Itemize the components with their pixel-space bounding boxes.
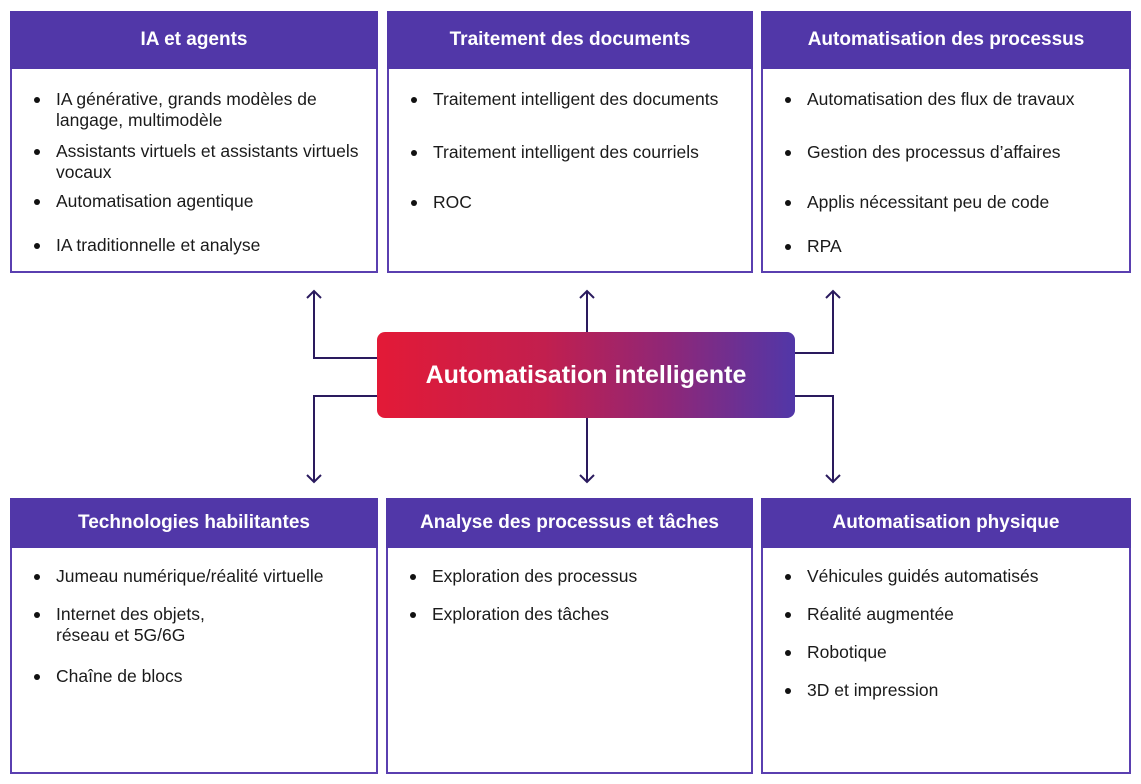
category-box-automatisation-processus: Automatisation des processus Automatisat… [761, 11, 1131, 273]
arrowhead-up-middle [579, 289, 595, 299]
list-item: Jumeau numérique/réalité virtuelle [34, 566, 372, 587]
category-box-technologies-habilitantes: Technologies habilitantes Jumeau numériq… [10, 498, 378, 774]
arrow-to-ia-agents [313, 291, 377, 359]
arrow-to-technologies-habilitantes [313, 395, 377, 482]
list-item: ROC [411, 192, 747, 213]
arrowhead-up-left [306, 289, 322, 299]
arrow-to-automatisation-processus [795, 291, 834, 354]
list-item: Exploration des tâches [410, 604, 747, 625]
category-title: IA et agents [10, 11, 378, 69]
list-item: Traitement intelligent des courriels [411, 142, 747, 163]
category-title: Traitement des documents [387, 11, 753, 69]
arrowhead-down-right [825, 474, 841, 484]
list-item: IA traditionnelle et analyse [34, 235, 372, 256]
arrow-to-automatisation-physique [795, 395, 834, 482]
list-item: Chaîne de blocs [34, 666, 372, 687]
center-title: Automatisation intelligente [425, 360, 747, 389]
list-item: RPA [785, 236, 1125, 257]
center-node-automatisation-intelligente: Automatisation intelligente [377, 332, 795, 418]
category-title: Technologies habilitantes [10, 498, 378, 548]
category-title: Automatisation physique [761, 498, 1131, 548]
list-item: Automatisation des flux de travaux [785, 89, 1125, 110]
arrowhead-down-left [306, 474, 322, 484]
list-item: Réalité augmentée [785, 604, 1125, 625]
category-box-ia-agents: IA et agents IA générative, grands modèl… [10, 11, 378, 273]
list-item: Assistants virtuels et assistants virtue… [34, 141, 372, 183]
list-item: 3D et impression [785, 680, 1125, 701]
list-item: Applis nécessitant peu de code [785, 192, 1125, 213]
list-item: Internet des objets, réseau et 5G/6G [34, 604, 226, 646]
list-item: Véhicules guidés automatisés [785, 566, 1125, 587]
category-box-automatisation-physique: Automatisation physique Véhicules guidés… [761, 498, 1131, 774]
list-item: Automatisation agentique [34, 191, 372, 212]
arrowhead-up-right [825, 289, 841, 299]
category-title: Automatisation des processus [761, 11, 1131, 69]
list-item: Gestion des processus d’affaires [785, 142, 1125, 163]
arrowhead-down-middle [579, 474, 595, 484]
list-item: Exploration des processus [410, 566, 747, 587]
list-item: Robotique [785, 642, 1125, 663]
category-box-analyse-processus-taches: Analyse des processus et tâches Explorat… [386, 498, 753, 774]
category-box-traitement-documents: Traitement des documents Traitement inte… [387, 11, 753, 273]
list-item: Traitement intelligent des documents [411, 89, 751, 110]
category-title: Analyse des processus et tâches [386, 498, 753, 548]
list-item: IA générative, grands modèles de langage… [34, 89, 372, 131]
